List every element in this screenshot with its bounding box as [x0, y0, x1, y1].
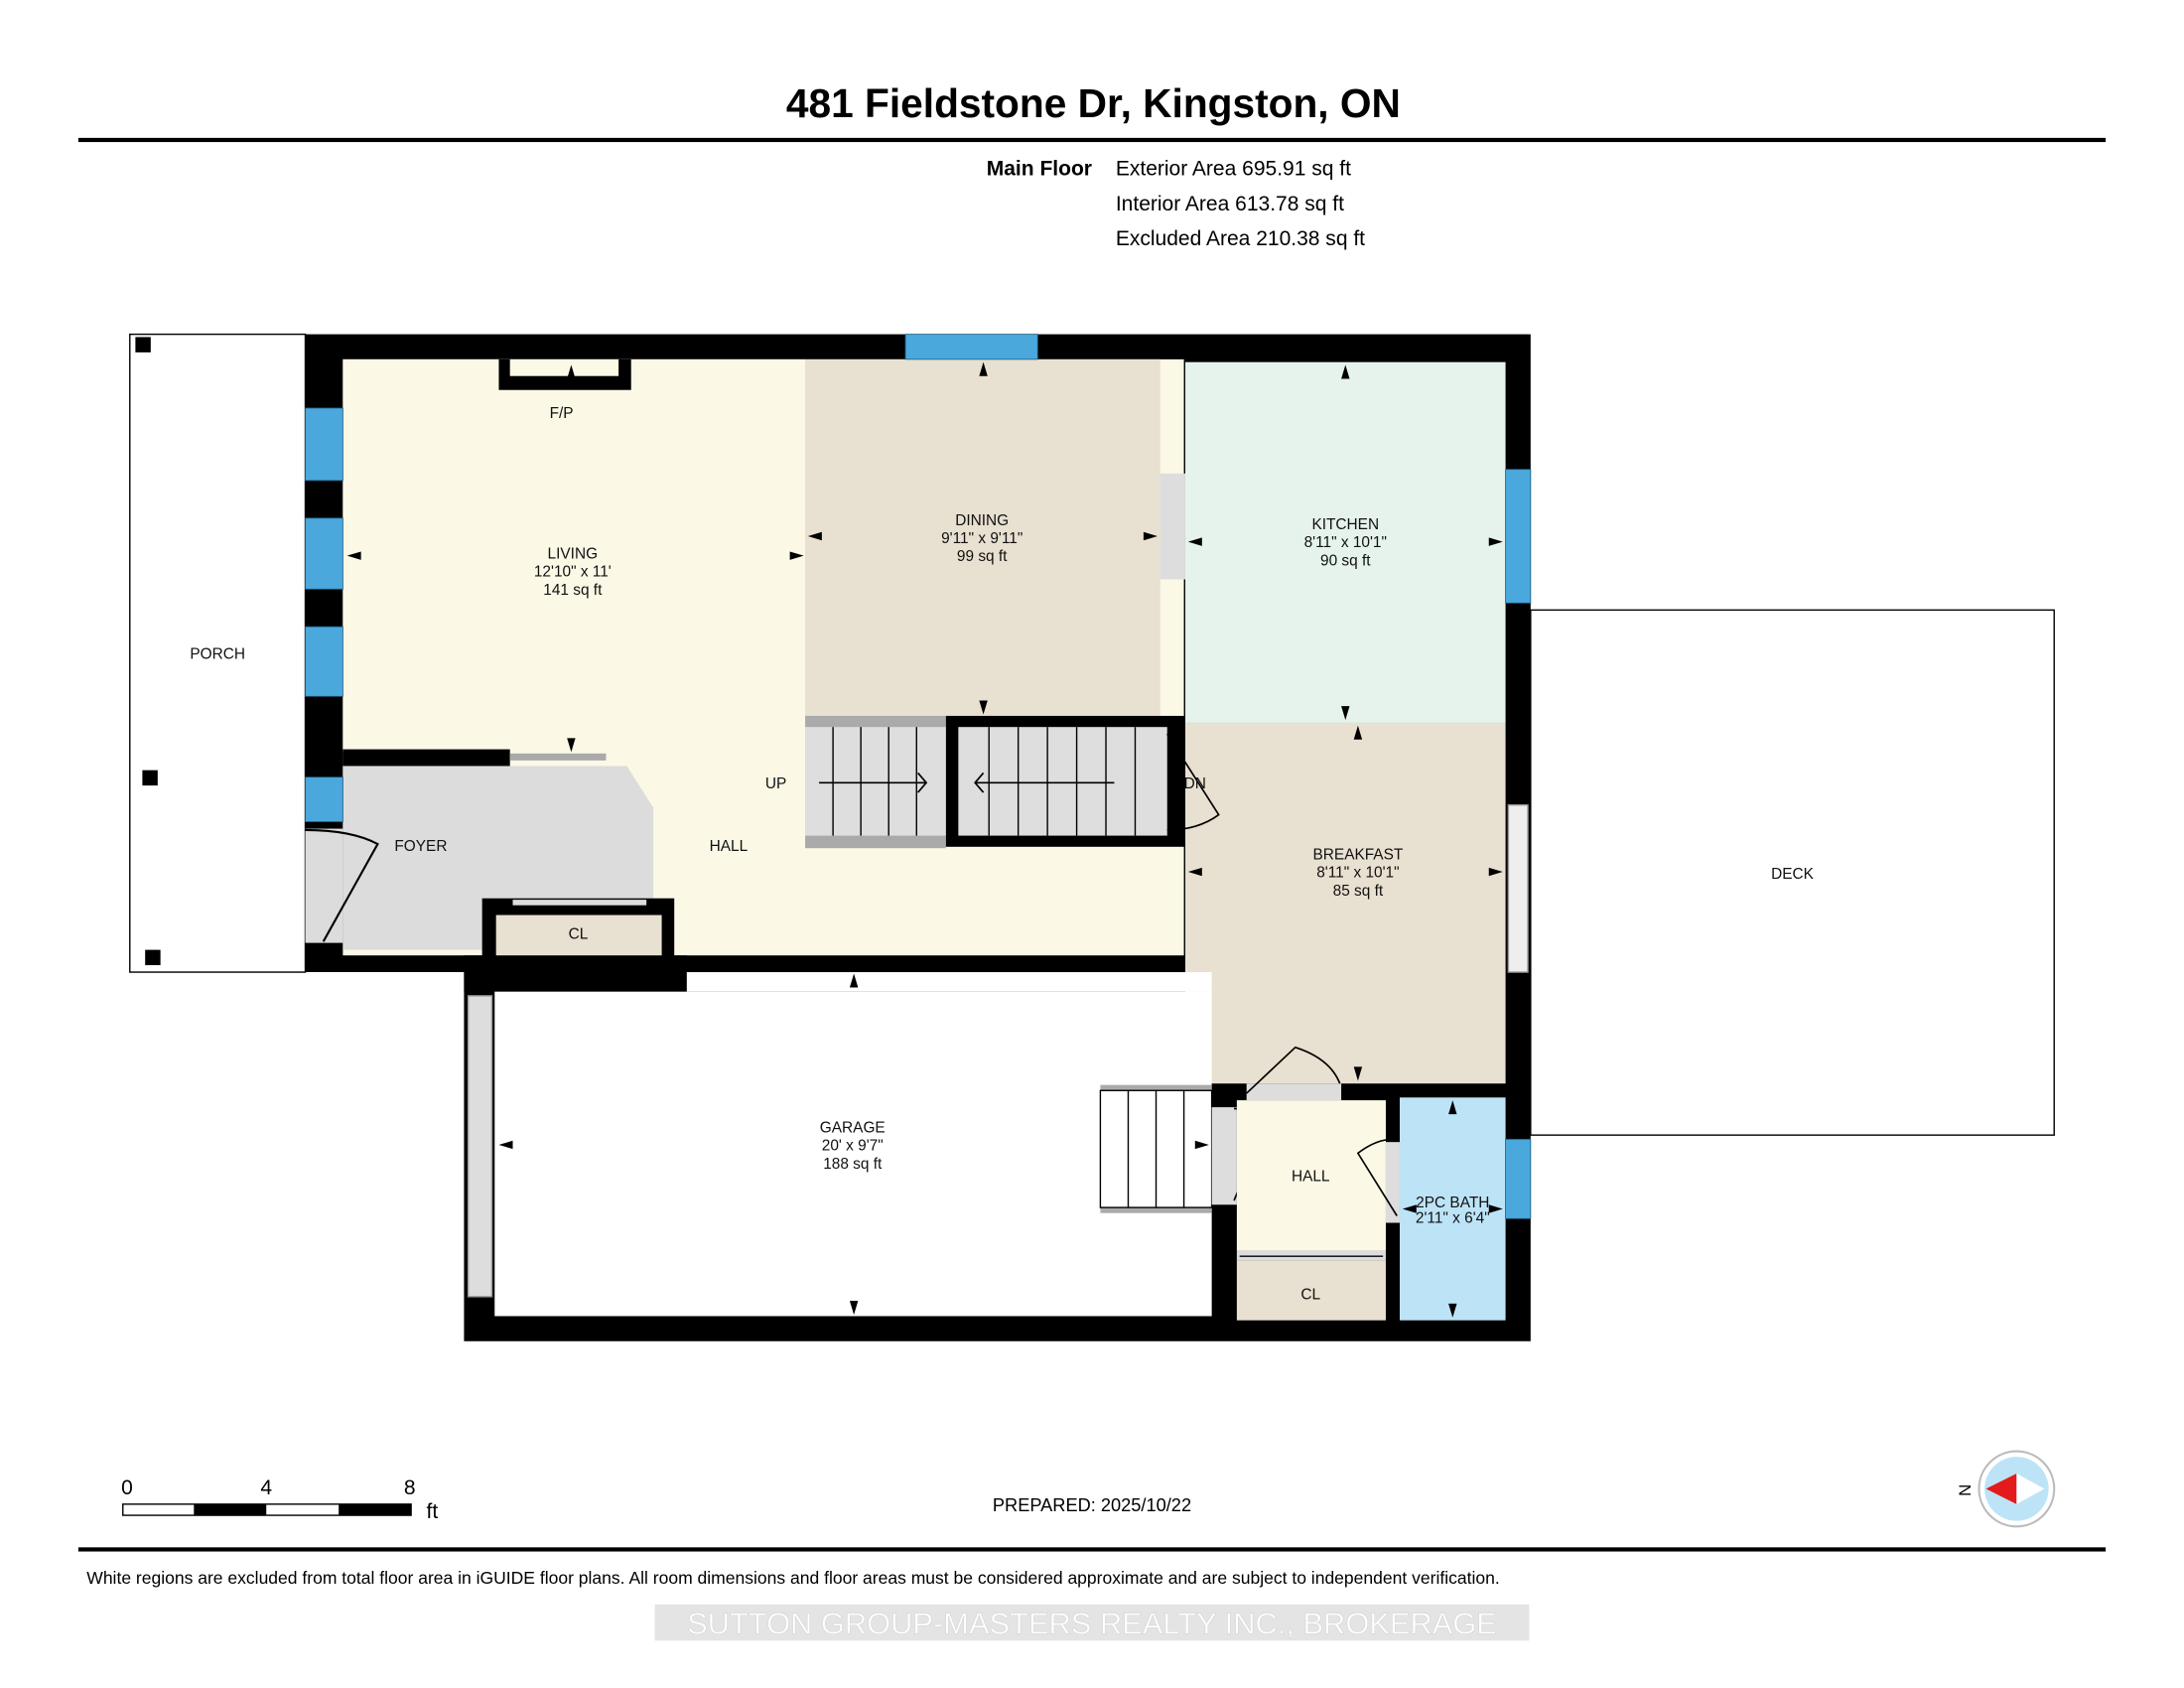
exterior-area: Exterior Area 695.91 sq ft — [1116, 158, 1351, 181]
front-door-swing — [305, 828, 379, 942]
breakfast-dims: 8'11" x 10'1" — [1316, 865, 1399, 882]
lower-closet-label: CL — [1300, 1287, 1320, 1304]
hall-label: HALL — [710, 838, 749, 855]
living-room — [342, 358, 806, 753]
footer-divider — [77, 1547, 2107, 1552]
dimension-arrows — [346, 361, 1503, 1318]
fireplace-inner — [509, 358, 619, 376]
stairs-up[interactable] — [805, 715, 946, 849]
deck-label: DECK — [1771, 866, 1815, 883]
kitchen-area: 90 sq ft — [1320, 552, 1371, 569]
excluded-area: Excluded Area 210.38 sq ft — [1116, 227, 1365, 250]
fireplace-label: F/P — [550, 405, 574, 422]
kitchen-label: KITCHEN — [1311, 516, 1379, 533]
closet-label: CL — [569, 925, 589, 942]
garage-room — [686, 972, 1212, 992]
living-label: LIVING — [548, 545, 599, 562]
pocket-door — [509, 753, 607, 761]
foyer-closet — [495, 914, 662, 957]
garage-stairs[interactable] — [1099, 1084, 1213, 1213]
breakfast-label: BREAKFAST — [1313, 846, 1404, 863]
stairs-up-label: UP — [765, 775, 786, 792]
kitchen-dims: 8'11" x 10'1" — [1304, 534, 1387, 551]
bath-label: 2PC BATH — [1416, 1195, 1489, 1211]
floor-name: Main Floor — [987, 158, 1092, 181]
kitchen-room — [1184, 361, 1506, 723]
watermark: SUTTON GROUP-MASTERS REALTY INC., BROKER… — [687, 1606, 1497, 1640]
garage-label: GARAGE — [820, 1119, 886, 1136]
lower-closet — [1236, 1260, 1386, 1321]
bath-dims: 2'11" x 6'4" — [1416, 1210, 1490, 1227]
disclaimer: White regions are excluded from total fl… — [86, 1568, 1499, 1588]
interior-wall — [342, 749, 510, 767]
dining-label: DINING — [955, 512, 1009, 529]
garage-room — [494, 991, 1212, 1317]
breakfast-room — [1184, 722, 1506, 1084]
deck-door[interactable] — [1507, 804, 1529, 973]
deck — [1530, 609, 2055, 1136]
interior-area: Interior Area 613.78 sq ft — [1116, 193, 1344, 215]
garage-dims: 20' x 9'7" — [822, 1138, 884, 1155]
breakfast-area: 85 sq ft — [1333, 883, 1384, 900]
dining-area: 99 sq ft — [957, 548, 1008, 565]
dining-room — [805, 358, 1160, 716]
page-title: 481 Fieldstone Dr, Kingston, ON — [786, 80, 1401, 126]
header-divider — [77, 137, 2107, 143]
garage-door-opening — [1211, 1107, 1237, 1205]
foyer-label: FOYER — [394, 838, 447, 855]
closet-door — [512, 900, 647, 906]
lower-hall — [1236, 1100, 1386, 1251]
front-door-opening — [305, 828, 343, 943]
watermark-box — [654, 1604, 1530, 1641]
bath-room — [1399, 1097, 1506, 1321]
porch — [129, 333, 307, 973]
porch-post — [145, 949, 161, 966]
compass-icon: N — [1956, 1450, 2056, 1528]
bath-door-swing — [1356, 1138, 1398, 1216]
scale-bar: 0 4 8 ft — [121, 1477, 438, 1523]
interior-wall — [464, 955, 687, 992]
svg-text:ft: ft — [427, 1500, 439, 1523]
dining-dims: 9'11" x 9'11" — [941, 530, 1023, 547]
lower-hall-label: HALL — [1292, 1168, 1330, 1185]
svg-text:0: 0 — [121, 1477, 133, 1499]
stairs-down[interactable] — [958, 727, 1220, 836]
prepared-date: PREPARED: 2025/10/22 — [993, 1494, 1191, 1515]
garage-area: 188 sq ft — [823, 1156, 883, 1173]
porch-label: PORCH — [190, 645, 245, 662]
hall-door-swing — [1246, 1046, 1341, 1094]
stairs-down-label: DN — [1184, 775, 1206, 792]
svg-text:N: N — [1956, 1484, 1975, 1496]
kitchen-door-opening — [1160, 473, 1185, 580]
windows — [305, 334, 1532, 1219]
porch-post — [142, 770, 158, 786]
lower-hall-door-opening — [1246, 1083, 1342, 1101]
living-dims: 12'10" x 11' — [534, 564, 612, 581]
svg-text:4: 4 — [260, 1477, 272, 1499]
foyer-room — [342, 766, 654, 950]
living-area: 141 sq ft — [543, 582, 603, 599]
svg-text:8: 8 — [404, 1477, 416, 1499]
porch-post — [135, 337, 151, 352]
garage-door-strip — [467, 995, 493, 1298]
